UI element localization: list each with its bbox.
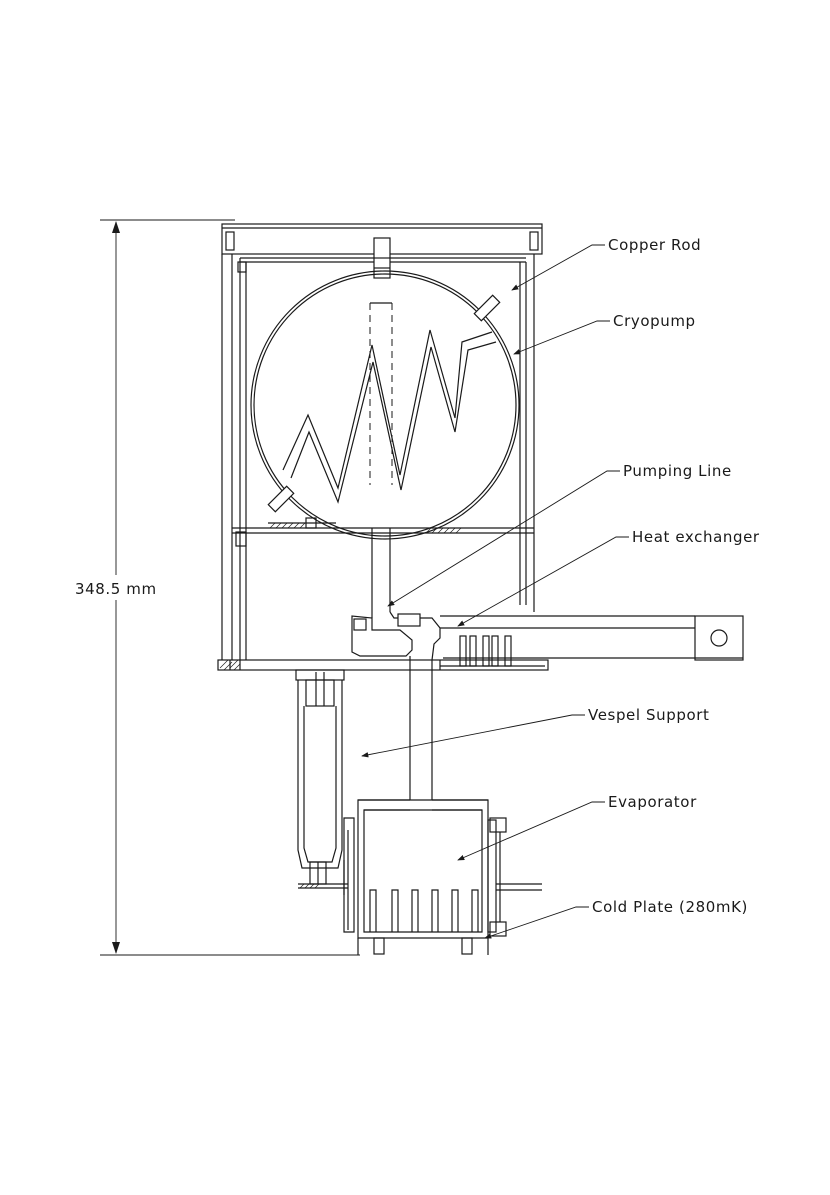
- copper-rod-top-stub: [373, 237, 391, 279]
- callout-pumping-line: Pumping Line: [387, 462, 732, 607]
- overall-height-dimension: 348.5 mm: [75, 219, 360, 956]
- callout-copper-rod: Copper Rod: [511, 236, 701, 291]
- dimension-label: 348.5 mm: [75, 580, 157, 598]
- callout-cryopump: Cryopump: [513, 312, 696, 355]
- callout-label: Heat exchanger: [632, 528, 760, 546]
- callout-label: Cold Plate (280mK): [592, 898, 748, 916]
- cryopump-sphere: [250, 270, 520, 540]
- callout-label: Vespel Support: [588, 706, 710, 724]
- evaporator: [357, 656, 542, 955]
- callout-label: Cryopump: [613, 312, 696, 330]
- callout-label: Pumping Line: [623, 462, 732, 480]
- pumping-line: [371, 528, 391, 618]
- callout-vespel-support: Vespel Support: [361, 706, 710, 758]
- callout-label: Copper Rod: [608, 236, 701, 254]
- vespel-support: [295, 669, 355, 933]
- callout-label: Evaporator: [608, 793, 697, 811]
- heat-exchanger-block: [351, 611, 744, 670]
- callout-evaporator: Evaporator: [457, 793, 697, 861]
- callout-cold-plate: Cold Plate (280mK): [484, 898, 748, 939]
- callout-heat-exchanger: Heat exchanger: [457, 528, 760, 627]
